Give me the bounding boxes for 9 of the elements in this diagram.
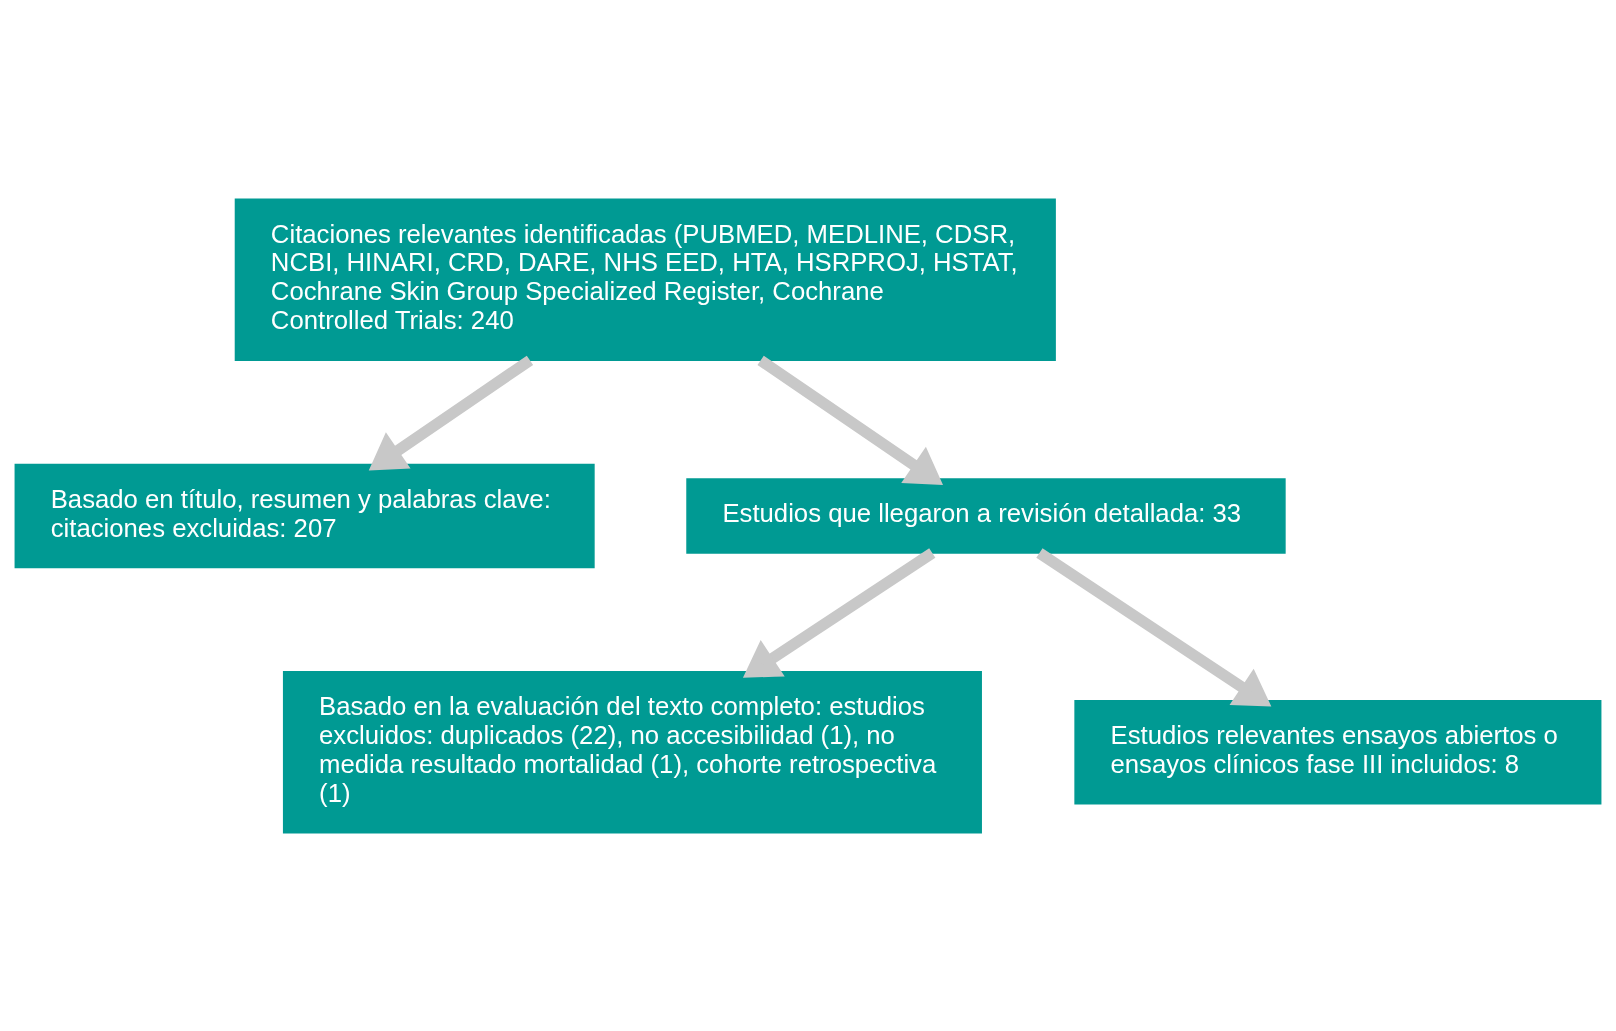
arrow xyxy=(757,355,944,485)
node-box: Basado en título, resumen y palabras clave: citaciones excluidas: 207 xyxy=(14,463,595,568)
node-box: Basado en la evaluación del texto completo: estudios excluidos: duplicados (22), no accesibilidad (1), no medida resultado mortalidad (1), cohorte retrospectiva (1) xyxy=(282,670,982,833)
node-box: Citaciones relevantes identificadas (PUBMED, MEDLINE, CDSR, NCBI, HINARI, CRD, DARE, NHS EED, HTA, HSRPROJ, HSTAT, Cochrane Skin Group Specialized Register, Cochrane Controlled Trials: 240 xyxy=(234,198,1056,361)
node-box: Estudios que llegaron a revisión detallada: 33 xyxy=(686,477,1286,554)
arrow xyxy=(742,547,936,678)
arrow xyxy=(1036,547,1272,707)
node-box: Estudios relevantes ensayos abiertos o ensayos clínicos fase III incluidos: 8 xyxy=(1074,699,1602,804)
arrow xyxy=(368,355,534,470)
